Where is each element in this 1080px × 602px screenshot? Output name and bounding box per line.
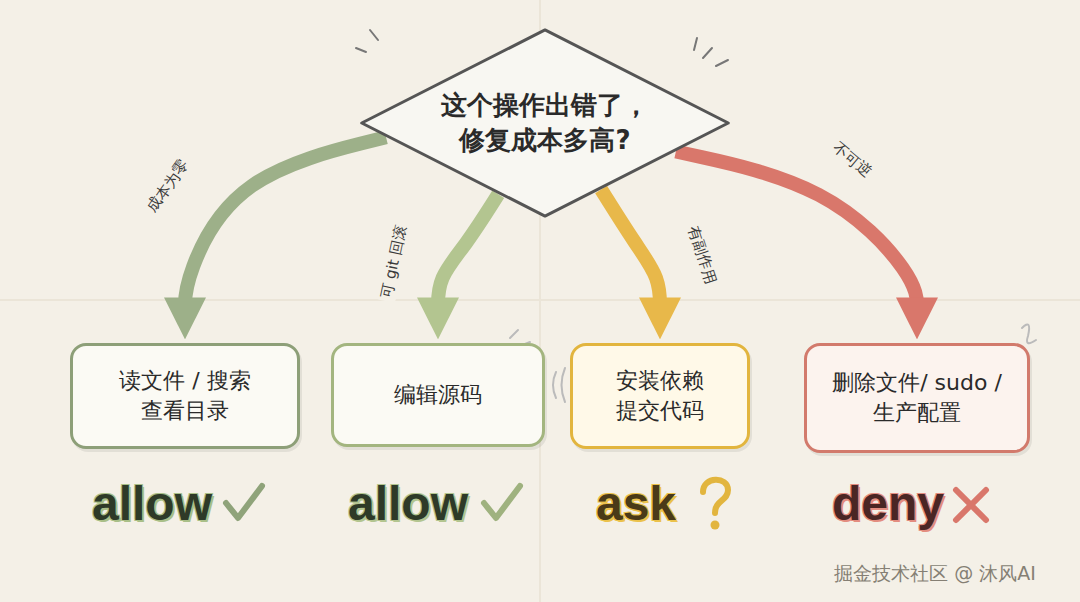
edge-label: 成本为零 <box>141 154 194 219</box>
edge-label: 有副作用 <box>683 221 721 290</box>
sketch-flick <box>694 38 728 66</box>
check-mark <box>226 486 262 518</box>
flow-arrow <box>601 190 660 311</box>
verdict-label: allow <box>348 476 468 531</box>
cross-mark <box>956 490 986 520</box>
process-box: 编辑源码 <box>331 343 545 447</box>
flow-arrow <box>438 194 498 310</box>
box-text: 编辑源码 <box>378 380 498 410</box>
question-mark <box>703 480 728 513</box>
decision-diamond: 这个操作出错了， 修复成本多高? <box>358 28 732 218</box>
process-box: 安装依赖 提交代码 <box>570 343 750 449</box>
diamond-shape <box>362 30 729 216</box>
box-text: 读文件 / 搜索 查看目录 <box>110 366 260 425</box>
box-text: 安装依赖 提交代码 <box>605 366 715 425</box>
verdict-label: ask <box>596 476 676 531</box>
sketch-flick <box>553 368 565 402</box>
edge-label: 不可逆 <box>826 136 877 183</box>
watermark: 掘金技术社区 @ 沐风AI <box>834 561 1036 587</box>
verdict-label: deny <box>832 476 944 531</box>
sketch-flick <box>1022 324 1036 343</box>
decision-text: 这个操作出错了， 修复成本多高? <box>433 88 657 158</box>
box-text: 删除文件/ sudo /生产配置 <box>832 368 1002 427</box>
question-dot <box>711 521 720 530</box>
sketch-flick <box>356 30 378 52</box>
diamond-outline <box>358 28 732 218</box>
verdict-label: allow <box>92 476 212 531</box>
process-box: 删除文件/ sudo /生产配置 <box>804 343 1030 453</box>
edge-label: 可 git 回滚 <box>376 221 411 303</box>
process-box: 读文件 / 搜索 查看目录 <box>70 343 300 449</box>
check-mark <box>484 486 520 518</box>
flow-arrow <box>676 152 917 311</box>
flow-arrow <box>185 137 386 310</box>
